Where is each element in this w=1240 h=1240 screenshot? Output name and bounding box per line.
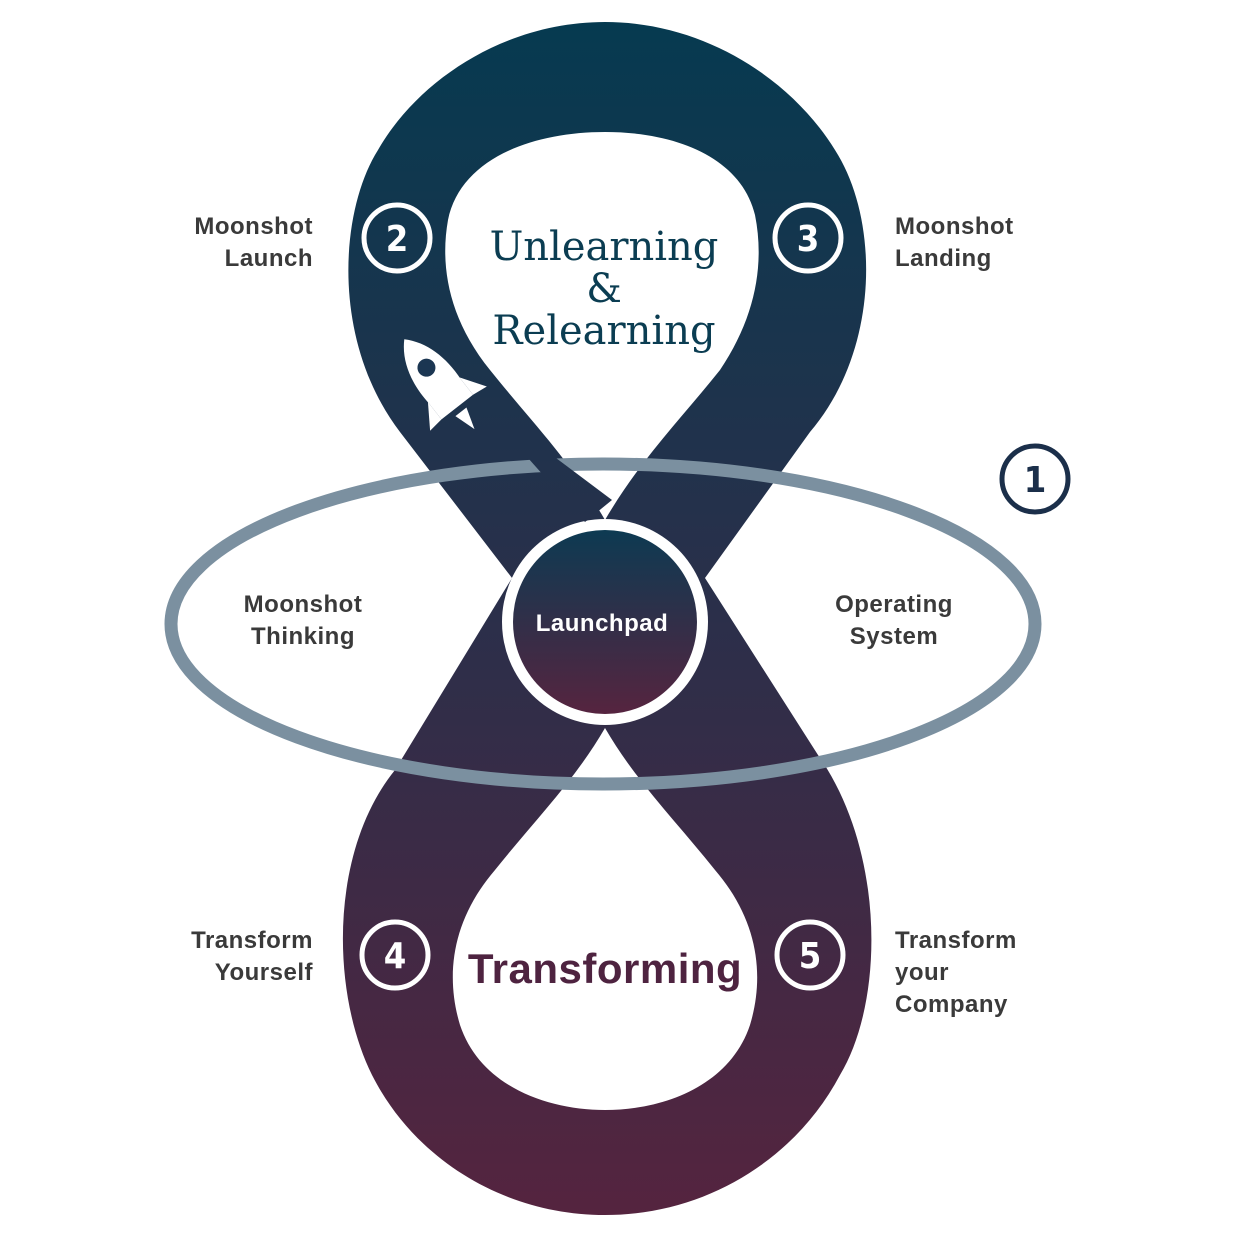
top-title-line3: Relearning [492, 308, 715, 354]
launchpad-hub[interactable] [513, 530, 697, 714]
stage-4-badge[interactable]: 4 [359, 919, 431, 991]
stage-3-label: Moonshot Landing [895, 213, 1014, 272]
rocket-icon [403, 339, 487, 431]
svg-text:Company: Company [895, 991, 1008, 1018]
svg-text:Moonshot: Moonshot [244, 591, 363, 618]
svg-text:Landing: Landing [895, 245, 992, 272]
svg-text:Operating: Operating [835, 591, 953, 618]
top-title-line1: Unlearning [490, 224, 719, 270]
svg-text:Transform: Transform [895, 927, 1017, 954]
svg-text:Yourself: Yourself [215, 959, 314, 986]
svg-text:your: your [895, 959, 949, 986]
top-title-line2: & [586, 266, 622, 312]
stage-3-badge[interactable]: 3 [772, 202, 844, 274]
svg-text:Moonshot: Moonshot [194, 213, 313, 240]
svg-text:Launch: Launch [225, 245, 313, 272]
stage-2-badge[interactable]: 2 [361, 202, 433, 274]
svg-text:2: 2 [386, 219, 409, 260]
hub-label: Launchpad [536, 610, 669, 637]
svg-text:5: 5 [799, 936, 822, 977]
stage-4-label: Transform Yourself [191, 927, 313, 986]
stage-2-label: Moonshot Launch [194, 213, 313, 272]
operating-ring [164, 457, 1042, 791]
svg-text:3: 3 [797, 219, 820, 260]
svg-text:System: System [850, 623, 938, 650]
svg-text:Transform: Transform [191, 927, 313, 954]
ring-left-label: Moonshot Thinking [244, 591, 363, 650]
band-overlap-top [528, 452, 612, 522]
svg-text:Thinking: Thinking [251, 623, 355, 650]
stage-5-label: Transform your Company [895, 927, 1017, 1018]
bottom-title: Transforming [468, 945, 742, 992]
svg-text:1: 1 [1024, 460, 1047, 501]
svg-text:Moonshot: Moonshot [895, 213, 1014, 240]
svg-text:4: 4 [384, 936, 407, 977]
ring-right-label: Operating System [835, 591, 953, 650]
stage-5-badge[interactable]: 5 [774, 919, 846, 991]
ring-badge-1[interactable]: 1 [999, 443, 1071, 515]
